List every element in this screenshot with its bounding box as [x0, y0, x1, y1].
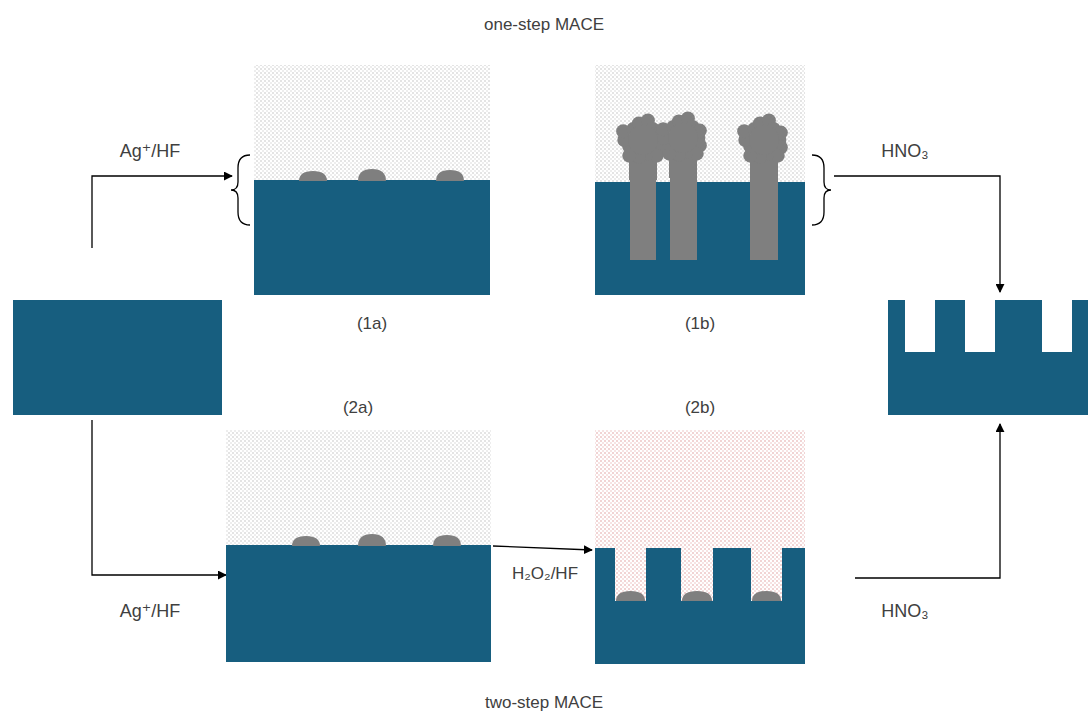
- panel-label: (2b): [685, 398, 715, 418]
- brace: [812, 155, 831, 225]
- panel-2a: [226, 430, 491, 662]
- reagent-label: HNO₃: [881, 601, 928, 623]
- reagent-label: Ag⁺/HF: [120, 141, 181, 163]
- route-title: two-step MACE: [485, 693, 603, 713]
- process-arrow: [855, 424, 1000, 578]
- route-title: one-step MACE: [484, 15, 604, 35]
- process-arrow: [493, 546, 592, 550]
- process-arrow: [92, 176, 232, 248]
- panel-label: (2a): [343, 398, 373, 418]
- etched-silicon-wafer: [888, 300, 1088, 415]
- panel-label: (1b): [685, 314, 715, 334]
- process-arrow: [834, 176, 1000, 292]
- brace: [231, 155, 250, 225]
- process-arrow: [92, 420, 226, 575]
- reagent-label: Ag⁺/HF: [120, 601, 181, 623]
- panel-1a: [254, 65, 490, 295]
- reagent-label: HNO₃: [881, 141, 928, 163]
- reagent-label: H₂O₂/HF: [512, 564, 578, 584]
- panel-2b: [595, 430, 805, 664]
- panel-label: (1a): [357, 314, 387, 334]
- panel-1b: [595, 65, 805, 295]
- silicon-wafer: [13, 300, 222, 415]
